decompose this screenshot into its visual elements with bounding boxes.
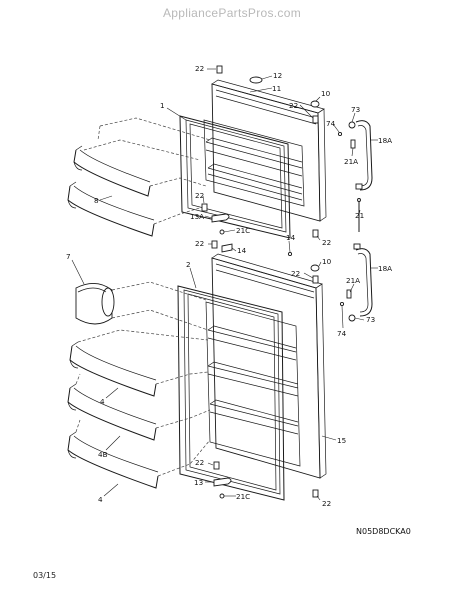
callout-13: 13 — [194, 478, 203, 487]
callout-15: 15 — [337, 436, 346, 445]
callout-1: 1 — [160, 101, 165, 110]
callout-12: 12 — [273, 71, 282, 80]
freezer-door-bin-upper — [73, 145, 151, 197]
callout-18A: 18A — [378, 264, 392, 273]
callout-4: 4 — [100, 397, 105, 406]
callout-21A: 21A — [344, 157, 358, 166]
callout-10: 10 — [322, 257, 332, 266]
callout-21: 21 — [355, 211, 364, 220]
freezer-door-bin-lower — [67, 181, 155, 237]
fresh-food-hardware — [211, 240, 373, 499]
callout-74: 74 — [326, 119, 336, 128]
callout-22: 22 — [195, 191, 204, 200]
site-watermark: AppliancePartsPros.com — [163, 6, 301, 20]
callout-22: 22 — [195, 64, 204, 73]
callout-22: 22 — [195, 458, 204, 467]
fresh-food-door-bin-2 — [67, 383, 157, 441]
callout-22: 22 — [322, 499, 331, 508]
fresh-food-door-gasket — [177, 285, 285, 501]
callout-21C: 21C — [236, 492, 250, 501]
fresh-food-door-bin-1 — [69, 341, 157, 397]
fresh-food-door-liner — [205, 301, 301, 467]
callout-13A: 13A — [190, 212, 204, 221]
callout-2: 2 — [186, 260, 191, 269]
callout-11: 11 — [272, 84, 281, 93]
callout-21A: 21A — [346, 276, 360, 285]
diagram-date: 03/15 — [33, 571, 56, 580]
callout-74: 74 — [337, 329, 347, 338]
dairy-compartment-cover — [75, 283, 115, 325]
leader-lines — [71, 68, 378, 501]
callout-22: 22 — [291, 269, 300, 278]
fresh-food-projection-lines — [75, 281, 211, 477]
callout-14: 14 — [286, 233, 296, 242]
callout-22: 22 — [322, 238, 331, 247]
freezer-door-liner — [203, 119, 305, 207]
callout-4: 4 — [98, 495, 103, 504]
callout-22: 22 — [289, 101, 298, 110]
callout-labels: 22 12 11 10 22 73 1 74 18A 21A 8 22 13A … — [66, 64, 392, 508]
callout-10: 10 — [321, 89, 331, 98]
freezer-door-outer-panel — [211, 79, 327, 222]
fresh-food-door-outer-panel — [211, 253, 327, 479]
callout-22: 22 — [195, 239, 204, 248]
callout-14: 14 — [237, 246, 247, 255]
callout-18A: 18A — [378, 136, 392, 145]
diagram-code: N05D8DCKA0 — [356, 527, 411, 536]
callout-73: 73 — [351, 105, 360, 114]
fresh-food-door-bin-3 — [67, 431, 159, 489]
callout-21C: 21C — [236, 226, 250, 235]
freezer-hardware — [201, 65, 373, 238]
freezer-door-gasket — [179, 115, 291, 239]
callout-4B: 4B — [98, 450, 108, 459]
callout-8: 8 — [94, 196, 99, 205]
callout-7: 7 — [66, 252, 71, 261]
freezer-projection-lines — [83, 117, 211, 225]
callout-73: 73 — [366, 315, 375, 324]
